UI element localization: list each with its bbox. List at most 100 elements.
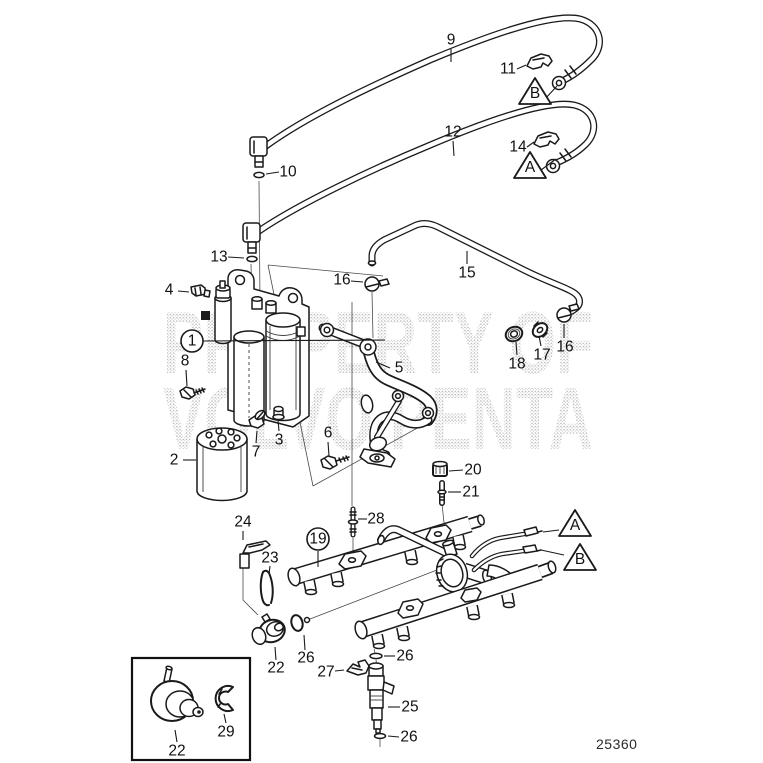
ref-triangle-A: A [513, 151, 557, 179]
fuel-hose-12 [242, 100, 598, 263]
callout-circle [306, 527, 330, 551]
rail-port [371, 592, 516, 650]
retaining-clip-23 [259, 569, 274, 607]
fuel-rail-assembly-19 [287, 514, 557, 650]
callout-number: 15 [458, 265, 475, 282]
leader-line [185, 369, 188, 387]
protective-cap-20 [432, 460, 448, 477]
leader-line [227, 256, 245, 259]
leader-line [542, 529, 560, 533]
callout-17: 17 [533, 335, 551, 364]
callout-number: 16 [556, 339, 573, 356]
triangle-letter: B [575, 551, 585, 568]
callout-20: 20 [448, 462, 482, 479]
o-ring-13 [246, 255, 258, 263]
fitting-24 [239, 540, 271, 569]
callout-number: 29 [217, 724, 234, 741]
callout-number: 20 [464, 462, 482, 479]
callout-8: 8 [181, 353, 190, 387]
hand-primer-pump [214, 280, 232, 345]
filter-element [233, 330, 265, 427]
callout-number: 24 [234, 514, 252, 531]
cap-nut-3 [272, 405, 285, 421]
leader-line [327, 441, 330, 457]
plug-4 [190, 284, 211, 298]
callout-3: 3 [275, 419, 283, 449]
triangle-letter: A [570, 517, 581, 534]
callout-number: 19 [309, 531, 326, 548]
ref-triangle-A: A [542, 509, 592, 537]
callout-number: 18 [508, 356, 525, 373]
callout-12: 12 [444, 124, 462, 157]
leader-line [202, 339, 386, 342]
callout-number: 26 [400, 729, 417, 746]
grommet-18 [504, 325, 524, 343]
callout-22: 22 [168, 729, 186, 760]
diagram-number: 25360 [596, 736, 637, 752]
elbow-fitting-hose-9 [249, 136, 268, 168]
leader-line [540, 549, 565, 556]
inset-detail-box [130, 656, 252, 762]
bolt-7 [248, 409, 266, 429]
callout-number: 27 [317, 664, 334, 681]
support-bracket-5 [318, 322, 438, 468]
triangle-letter: B [530, 85, 540, 102]
triangle-outline [513, 151, 547, 179]
callout-9: 9 [447, 32, 456, 62]
leader-line [516, 64, 527, 70]
callout-2: 2 [170, 452, 196, 469]
callout-28: 28 [358, 511, 385, 528]
callout-number: 11 [500, 61, 516, 78]
callout-number: 4 [165, 282, 174, 299]
callout-number: 9 [447, 32, 456, 49]
callout-29: 29 [217, 713, 235, 741]
callout-number: 28 [367, 511, 384, 528]
bolt-8 [179, 386, 206, 400]
ref-triangle-B: B [540, 543, 597, 571]
callout-number: 6 [324, 425, 333, 442]
stud-28 [347, 506, 359, 538]
leader-line [303, 634, 306, 651]
pressure-regulator-22 [251, 613, 286, 646]
callout-circle [180, 329, 204, 353]
leader-line [174, 729, 178, 743]
callout-number: 8 [181, 353, 190, 370]
callout-15: 15 [458, 251, 476, 282]
callout-13: 13 [210, 249, 245, 266]
o-ring-26-regulator [290, 614, 311, 632]
leader-line [540, 158, 557, 171]
callout-23: 23 [261, 550, 279, 575]
triangle-outline [558, 509, 592, 537]
leader-line [265, 171, 280, 175]
callout-number: 25 [401, 699, 418, 716]
callout-21: 21 [448, 484, 480, 501]
callout-number: 12 [444, 124, 461, 141]
triangle-outline [563, 543, 597, 571]
leader-line [538, 335, 542, 347]
callout-number: 13 [210, 249, 227, 266]
callout-16: 16 [556, 324, 574, 356]
leader-line [448, 469, 464, 472]
triangle-outline [518, 77, 552, 105]
hose-clip-14 [533, 131, 560, 148]
outlet-pipe-b [471, 544, 542, 573]
callout-number: 16 [333, 272, 350, 289]
fitting-17 [531, 321, 549, 338]
callout-number: 7 [252, 444, 261, 461]
leader-line [387, 735, 400, 738]
callout-number: 14 [509, 139, 527, 156]
hose-9-connector [551, 75, 567, 91]
o-ring-26-bottom [373, 732, 387, 740]
callout-number: 5 [395, 360, 404, 377]
outlet-pipe-a [469, 526, 543, 559]
ref-triangle-B: B [518, 77, 558, 105]
callout-18: 18 [508, 341, 526, 373]
callout-27: 27 [317, 664, 345, 681]
callout-10: 10 [265, 164, 297, 181]
callout-number: 23 [261, 550, 278, 567]
callout-26: 26 [297, 634, 315, 667]
callout-4: 4 [165, 282, 190, 299]
